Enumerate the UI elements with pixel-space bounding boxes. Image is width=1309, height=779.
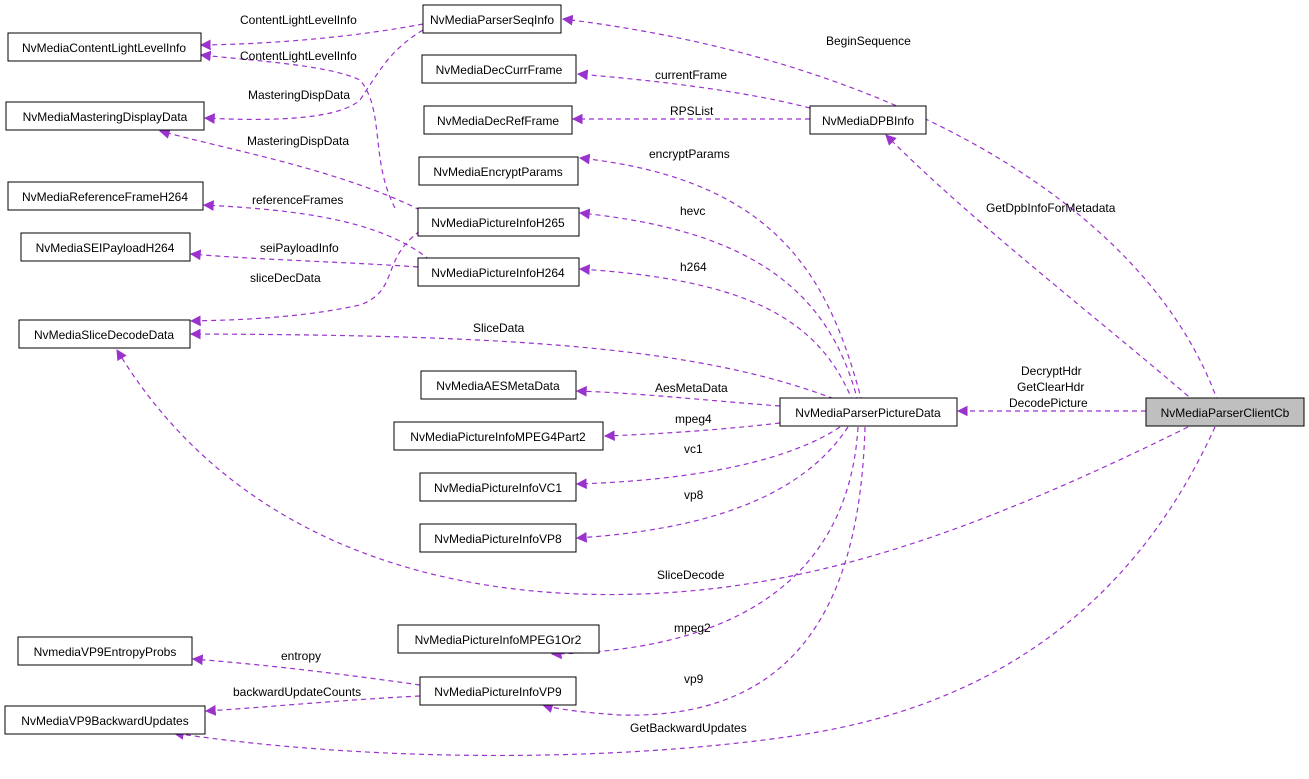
edge-content-light-2 [199, 50, 396, 209]
svg-text:NvMediaParserSeqInfo: NvMediaParserSeqInfo [430, 13, 554, 27]
node-slice-decode[interactable]: NvMediaSliceDecodeData [18, 319, 191, 349]
edge-get-backward-updates [172, 426, 1216, 757]
edge-begin-sequence [561, 14, 1219, 403]
svg-text:NvMediaPictureInfoVP8: NvMediaPictureInfoVP8 [434, 532, 562, 546]
svg-text:NvMediaPictureInfoMPEG1Or2: NvMediaPictureInfoMPEG1Or2 [415, 633, 582, 647]
svg-text:NvMediaPictureInfoH264: NvMediaPictureInfoH264 [431, 266, 565, 280]
edge-content-light-1 [199, 23, 424, 51]
edge-label-slice-data: SliceData [473, 321, 525, 335]
node-dpb-info[interactable]: NvMediaDPBInfo [809, 105, 927, 135]
edge-get-dpb-info [885, 134, 1196, 403]
svg-text:NvMediaPictureInfoVP9: NvMediaPictureInfoVP9 [434, 685, 562, 699]
node-picture-data[interactable]: NvMediaParserPictureData [779, 397, 958, 427]
svg-text:NvMediaContentLightLevelInfo: NvMediaContentLightLevelInfo [22, 41, 186, 55]
edge-slice-data [189, 328, 843, 403]
edge-label-decode-picture: DecodePicture [1009, 396, 1088, 410]
svg-text:NvMediaReferenceFrameH264: NvMediaReferenceFrameH264 [22, 190, 188, 204]
edge-sei-payload [189, 249, 419, 268]
svg-text:NvMediaPictureInfoH265: NvMediaPictureInfoH265 [431, 216, 565, 230]
node-pic-vp9[interactable]: NvMediaPictureInfoVP9 [419, 676, 577, 706]
edge-label-mastering-2: MasteringDispData [247, 134, 349, 148]
node-ref-frame-h264[interactable]: NvMediaReferenceFrameH264 [7, 181, 204, 211]
edge-label-vp8: vp8 [684, 488, 704, 502]
edge-label-mastering-1: MasteringDispData [248, 88, 350, 102]
edge-label-backward-update-counts: backwardUpdateCounts [233, 685, 361, 699]
edge-label-current-frame: currentFrame [655, 68, 727, 82]
svg-text:NvMediaSliceDecodeData: NvMediaSliceDecodeData [34, 328, 174, 342]
edge-label-get-backward-updates: GetBackwardUpdates [630, 721, 747, 735]
edge-vp8 [575, 426, 849, 543]
svg-text:NvMediaSEIPayloadH264: NvMediaSEIPayloadH264 [36, 241, 175, 255]
edge-label-vc1: vc1 [684, 442, 703, 456]
edge-label-vp9: vp9 [684, 672, 704, 686]
edge-label-reference-frames: referenceFrames [252, 193, 343, 207]
edge-label-hevc: hevc [680, 204, 705, 218]
svg-text:NvMediaAESMetaData: NvMediaAESMetaData [436, 379, 560, 393]
svg-text:NvMediaDecCurrFrame: NvMediaDecCurrFrame [436, 63, 563, 77]
node-sei-h264[interactable]: NvMediaSEIPayloadH264 [20, 232, 191, 262]
node-dec-curr-frame[interactable]: NvMediaDecCurrFrame [421, 54, 577, 84]
edge-label-aes-meta: AesMetaData [655, 381, 728, 395]
node-aes-meta[interactable]: NvMediaAESMetaData [420, 370, 577, 400]
edge-label-slice-decode: SliceDecode [657, 568, 725, 582]
edge-slice-decode [116, 349, 1189, 596]
edge-label-entropy: entropy [281, 649, 321, 663]
edge-label-content-light-2: ContentLightLevelInfo [240, 49, 357, 63]
node-pic-mpeg12[interactable]: NvMediaPictureInfoMPEG1Or2 [397, 624, 600, 654]
svg-text:NvMediaMasteringDisplayData: NvMediaMasteringDisplayData [23, 110, 188, 124]
node-pic-vc1[interactable]: NvMediaPictureInfoVC1 [419, 472, 577, 502]
edge-label-encrypt-params: encryptParams [649, 147, 730, 161]
edge-backward-update-counts [204, 695, 421, 716]
edge-label-mpeg2: mpeg2 [674, 621, 711, 635]
edge-label-content-light-1: ContentLightLevelInfo [240, 13, 357, 27]
edge-mastering-1 [203, 29, 424, 124]
node-content-light[interactable]: NvMediaContentLightLevelInfo [7, 32, 202, 62]
edge-slice-dec-data [189, 230, 421, 327]
node-pic-mpeg4[interactable]: NvMediaPictureInfoMPEG4Part2 [393, 421, 604, 451]
svg-text:NvMediaPictureInfoVC1: NvMediaPictureInfoVC1 [434, 481, 562, 495]
svg-text:NvMediaParserPictureData: NvMediaParserPictureData [795, 406, 941, 420]
node-mastering[interactable]: NvMediaMasteringDisplayData [5, 101, 205, 131]
edge-label-get-dpb-info: GetDpbInfoForMetadata [986, 201, 1116, 215]
edge-label-slice-dec-data: sliceDecData [250, 271, 321, 285]
svg-text:NvMediaPictureInfoMPEG4Part2: NvMediaPictureInfoMPEG4Part2 [410, 430, 586, 444]
svg-text:NvmediaVP9EntropyProbs: NvmediaVP9EntropyProbs [34, 645, 177, 659]
edge-current-frame [576, 69, 811, 109]
edge-label-rps-list: RPSList [670, 104, 714, 118]
svg-text:NvMediaDecRefFrame: NvMediaDecRefFrame [437, 114, 559, 128]
edge-h264 [578, 264, 854, 403]
node-vp9-backward[interactable]: NvMediaVP9BackwardUpdates [4, 705, 206, 735]
node-pic-h265[interactable]: NvMediaPictureInfoH265 [417, 207, 580, 237]
node-encrypt-params[interactable]: NvMediaEncryptParams [418, 156, 579, 186]
node-seq-info[interactable]: NvMediaParserSeqInfo [422, 4, 562, 34]
edge-mpeg2 [550, 426, 859, 660]
node-vp9-entropy[interactable]: NvmediaVP9EntropyProbs [17, 636, 193, 666]
edge-reference-frames [202, 200, 431, 261]
edge-vc1 [575, 426, 841, 490]
edge-encrypt-params [578, 153, 863, 403]
edge-vp9 [541, 426, 866, 716]
edge-aes-meta [575, 385, 781, 407]
edge-label-begin-sequence: BeginSequence [826, 34, 911, 48]
edge-label-decrypt-hdr: DecryptHdr [1021, 364, 1082, 378]
node-client-cb[interactable]: NvMediaParserClientCb [1145, 397, 1305, 427]
svg-text:NvMediaParserClientCb: NvMediaParserClientCb [1161, 406, 1290, 420]
edge-label-mpeg4: mpeg4 [675, 412, 712, 426]
edge-label-h264: h264 [680, 260, 707, 274]
svg-text:NvMediaEncryptParams: NvMediaEncryptParams [433, 165, 562, 179]
edge-label-get-clear-hdr: GetClearHdr [1017, 380, 1084, 394]
node-pic-h264[interactable]: NvMediaPictureInfoH264 [417, 257, 580, 287]
edge-mpeg4 [603, 422, 781, 442]
svg-text:NvMediaVP9BackwardUpdates: NvMediaVP9BackwardUpdates [21, 714, 188, 728]
node-dec-ref-frame[interactable]: NvMediaDecRefFrame [423, 105, 573, 135]
edge-hevc [578, 208, 859, 403]
node-pic-vp8[interactable]: NvMediaPictureInfoVP8 [419, 523, 577, 553]
edge-entropy [191, 654, 421, 686]
svg-text:NvMediaDPBInfo: NvMediaDPBInfo [822, 114, 914, 128]
edge-label-sei-payload: seiPayloadInfo [260, 241, 339, 255]
